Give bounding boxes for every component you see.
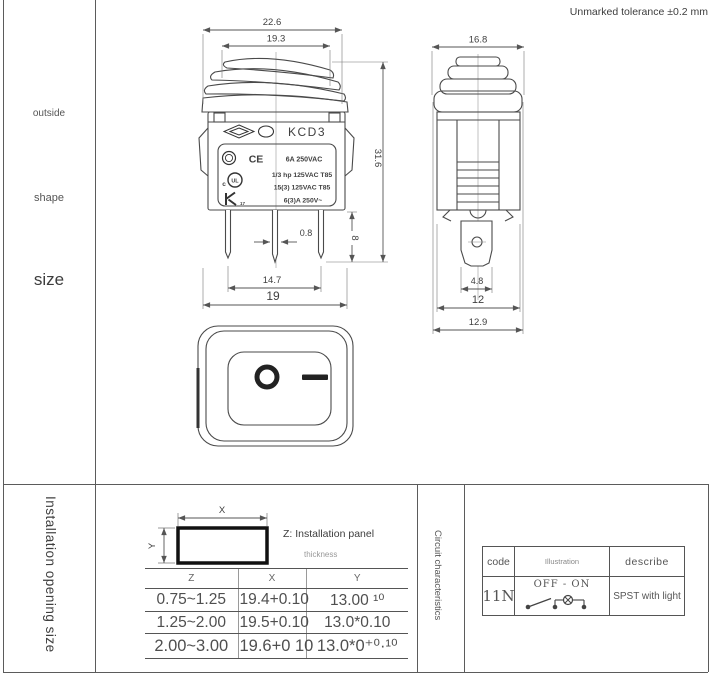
circuit-column-left-line xyxy=(417,484,418,672)
face-view xyxy=(196,325,354,447)
label-size: size xyxy=(33,270,65,289)
label-outside: outside xyxy=(32,108,66,119)
ccc-icon-inner xyxy=(224,153,234,163)
mount-clip-right xyxy=(344,127,355,177)
dim-side-width: 16.8 xyxy=(469,35,488,46)
section-divider-line xyxy=(3,484,708,485)
barb-left xyxy=(442,209,452,222)
terminal-dot xyxy=(581,604,587,610)
cell-x: 19.6+0 10 xyxy=(237,633,313,659)
rating-label-panel: KCD3 CE 6A 250VAC c UL 1/3 hp 125VAC T85… xyxy=(217,124,337,207)
cell-y: 13.0*0.10 xyxy=(305,611,408,634)
panel-note-line2: thickness xyxy=(304,550,338,559)
terminal xyxy=(460,220,493,267)
table-row: 1.25~2.00 19.5+0.10 13.0*0.10 xyxy=(145,611,408,634)
cert-k-icon xyxy=(225,191,237,206)
installation-opening-diagram: X Y xyxy=(147,505,269,565)
spst-circuit-diagram xyxy=(525,594,587,610)
circuit-column-right-line xyxy=(464,484,465,672)
installation-table: Z X Y 0.75~1.25 19.4+0.10 13.00 ¹⁰ 1.25~… xyxy=(145,568,408,659)
model-number: KCD3 xyxy=(288,125,326,139)
label-column-divider xyxy=(95,0,96,672)
left-border-line xyxy=(3,0,4,672)
switch-lever xyxy=(527,597,552,608)
mount-clip-left xyxy=(198,127,209,177)
cell-z: 1.25~2.00 xyxy=(145,611,238,634)
rating-line-1: 6A 250VAC xyxy=(286,157,323,164)
technical-drawing: KCD3 CE 6A 250VAC c UL 1/3 hp 125VAC T85… xyxy=(196,17,525,447)
col-header-y: Y xyxy=(305,568,408,589)
diagram-x-label: X xyxy=(219,505,226,516)
col-header-z: Z xyxy=(145,568,238,589)
circuit-describe: SPST with light xyxy=(609,576,684,615)
circuit-table: code Illustration describe 11N OFF - ON … xyxy=(482,546,685,616)
panel-note-line1: Z: Installation panel xyxy=(283,528,375,540)
circuit-header-describe: describe xyxy=(609,547,684,576)
dim-total-width: 22.6 xyxy=(263,17,282,28)
ce-mark: CE xyxy=(249,154,264,166)
cell-y: 13.0*0⁺⁰·¹⁰ xyxy=(305,633,408,659)
tolerance-note: Unmarked tolerance ±0.2 mm xyxy=(569,6,708,18)
center-bump xyxy=(469,209,487,219)
dim-height: 31.6 xyxy=(372,149,383,168)
dim-pin-length: 8 xyxy=(349,235,360,240)
cert-k-sub: 17 xyxy=(240,201,246,206)
front-view-dimensions: 22.6 19.3 31.6 8 0.8 14.7 19 xyxy=(202,17,388,309)
on-symbol-icon xyxy=(302,374,328,380)
side-view xyxy=(433,54,523,300)
ccc-icon xyxy=(221,150,237,166)
cul-prefix: c xyxy=(222,181,226,188)
circuit-state-label: OFF - ON xyxy=(533,579,591,590)
terminal-dot xyxy=(552,604,558,610)
cell-y: 13.00 ¹⁰ xyxy=(305,588,408,612)
barb-right xyxy=(504,209,514,222)
circuit-illustration-cell: OFF - ON xyxy=(514,576,609,615)
terminal-dot xyxy=(525,604,531,610)
cell-z: 2.00~3.00 xyxy=(145,633,238,659)
lamp-icon xyxy=(562,594,574,606)
dim-body-width: 19 xyxy=(266,289,280,303)
ul-mark: UL xyxy=(231,179,239,185)
circuit-section-title: Circuit characteristics xyxy=(432,530,443,621)
circuit-code: 11N xyxy=(483,576,514,615)
dim-side-body-width: 12 xyxy=(472,294,484,306)
pin-middle xyxy=(271,210,279,264)
front-profile-view xyxy=(198,52,355,268)
diagram-y-label: Y xyxy=(147,542,158,549)
cert-diamond-icon xyxy=(222,124,256,139)
ul-icon xyxy=(227,172,243,188)
cell-z: 0.75~1.25 xyxy=(145,588,238,612)
table-row: 0.75~1.25 19.4+0.10 13.00 ¹⁰ xyxy=(145,588,408,612)
rating-line-3: 15(3) 125VAC T85 xyxy=(274,185,331,192)
opening-rect xyxy=(176,526,269,565)
table-row: 2.00~3.00 19.6+0 10 13.0*0⁺⁰·¹⁰ xyxy=(145,633,408,659)
off-symbol-icon xyxy=(254,364,280,390)
dim-pin-thickness: 0.8 xyxy=(300,228,313,238)
dim-pin-pitch: 14.7 xyxy=(263,275,282,286)
dim-side-total-width: 12.9 xyxy=(469,317,488,328)
cell-x: 19.5+0.10 xyxy=(237,611,309,634)
label-shape: shape xyxy=(34,192,64,204)
col-header-x: X xyxy=(237,568,306,589)
circuit-header-illustration: Illustration xyxy=(514,547,609,576)
bottom-border-line xyxy=(3,672,708,673)
pin-right xyxy=(317,210,325,260)
circuit-header-code: code xyxy=(487,555,510,568)
side-view-dimensions: 16.8 4.8 12 12.9 xyxy=(431,35,525,334)
rating-line-2: 1/3 hp 125VAC T85 xyxy=(272,172,333,179)
pin-left xyxy=(224,210,232,260)
cell-x: 19.4+0.10 xyxy=(237,588,309,612)
rating-line-4: 6(3)A 250V~ xyxy=(284,198,323,205)
table-header-row: Z X Y xyxy=(145,568,408,589)
right-border-line xyxy=(708,484,709,672)
dim-cap-width: 19.3 xyxy=(267,34,286,45)
installation-section-title: Installation opening size xyxy=(43,496,58,653)
dim-terminal-width: 4.8 xyxy=(471,276,484,286)
cert-oval-icon xyxy=(257,125,275,138)
